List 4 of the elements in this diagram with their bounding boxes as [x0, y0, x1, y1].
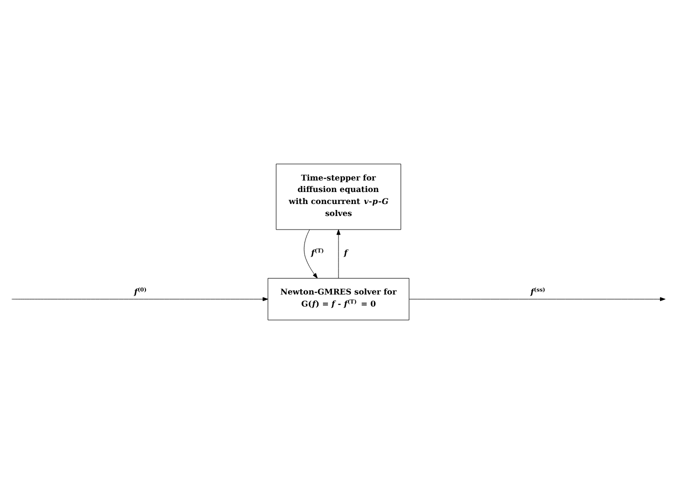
arrow — [304, 229, 318, 278]
arrow — [409, 297, 666, 302]
arrow — [12, 297, 268, 302]
arrow — [336, 229, 340, 278]
